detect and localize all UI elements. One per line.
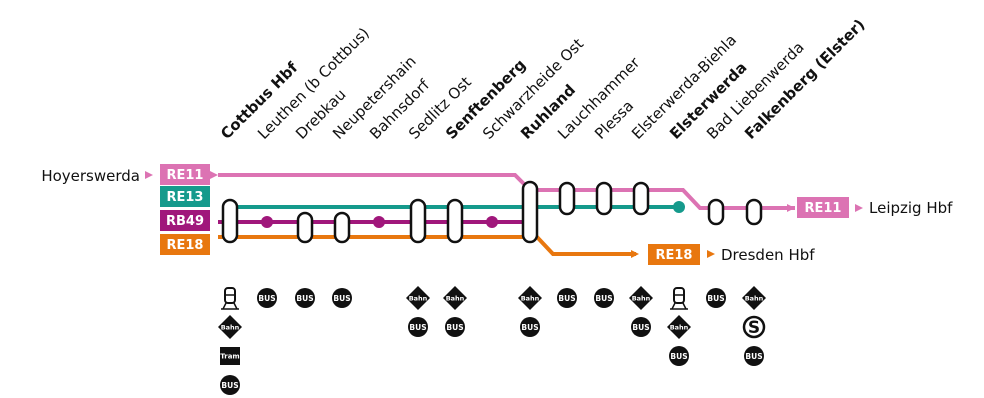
bus-icon: BUS [445, 317, 465, 337]
line-re18-path [218, 235, 636, 256]
bus-icon-label: BUS [670, 352, 687, 361]
train-icon [221, 287, 239, 310]
origin-label: Hoyerswerda [41, 167, 140, 185]
stops [221, 180, 763, 244]
bus-icon: BUS [706, 288, 726, 308]
bus-icon-label: BUS [632, 323, 649, 332]
bus-icon: BUS [295, 288, 315, 308]
bus-icon: BUS [220, 375, 240, 395]
bahn-icon-label: Bahn [409, 295, 428, 303]
stop-pill-neupetershain [333, 211, 351, 244]
bus-icon-label: BUS [595, 294, 612, 303]
bahn-icon: Bahn [406, 286, 430, 310]
bus-icon: BUS [557, 288, 577, 308]
bahn-icon: Bahn [218, 315, 242, 339]
dest-arrow-dresden [707, 250, 715, 258]
bahn-icon: Bahn [518, 286, 542, 310]
dest-arrow-leipzig [855, 204, 863, 212]
bus-icon: BUS [744, 346, 764, 366]
badge-re18-left [160, 234, 210, 255]
bus-icon-label: BUS [446, 323, 463, 332]
bahn-icon: Bahn [667, 315, 691, 339]
bus-icon-label: BUS [521, 323, 538, 332]
destination-dresden: RE18 Dresden Hbf [648, 244, 815, 265]
bus-icon: BUS [520, 317, 540, 337]
bahn-icon: Bahn [629, 286, 653, 310]
stop-pill-sedlitz [409, 198, 427, 244]
stop-dot-leuthen [261, 216, 273, 228]
badge-re13-left [160, 186, 210, 207]
route-lines [210, 171, 795, 258]
stop-pill-cottbus [221, 198, 239, 244]
stop-pill-senftenberg [446, 198, 464, 244]
destination-label-dresden: Dresden Hbf [721, 246, 815, 264]
bus-icon: BUS [631, 317, 651, 337]
bus-icon: BUS [594, 288, 614, 308]
badge-re11-right-text: RE11 [805, 201, 842, 216]
bus-icon-label: BUS [333, 294, 350, 303]
bus-icon-label: BUS [221, 381, 238, 390]
train-icon [670, 287, 688, 310]
origin-arrow [145, 171, 153, 179]
badge-re18-left-text: RE18 [167, 238, 204, 253]
badge-re11-left-text: RE11 [167, 168, 204, 183]
badge-rb49-left-text: RB49 [166, 214, 204, 229]
stop-pill-elsterwerda-biehla [632, 181, 650, 216]
destination-leipzig: RE11 Leipzig Hbf [797, 197, 953, 218]
tram-icon: Tram [220, 347, 240, 365]
badge-re13-left-text: RE13 [167, 190, 204, 205]
stop-dot-bahnsdorf [373, 216, 385, 228]
bahn-icon: Bahn [443, 286, 467, 310]
left-legend: Hoyerswerda RE11 RE13 RB49 RE18 [41, 164, 210, 255]
line-re11-path [218, 173, 795, 210]
stop-pill-ruhland [521, 180, 539, 244]
bus-icon-label: BUS [707, 294, 724, 303]
stop-pill-bad-liebenwerda [707, 198, 725, 226]
bus-icon: BUS [669, 346, 689, 366]
bus-icon-label: BUS [409, 323, 426, 332]
bahn-icon-label: Bahn [446, 295, 465, 303]
stop-dot-schwarzheide [486, 216, 498, 228]
bus-icon-label: BUS [296, 294, 313, 303]
badge-re11-left [160, 164, 210, 185]
tram-icon-label: Tram [220, 353, 239, 361]
stop-pill-falkenberg [745, 198, 763, 226]
arrow-re18-right [631, 250, 639, 258]
bahn-icon-label: Bahn [521, 295, 540, 303]
bus-icon-label: BUS [258, 294, 275, 303]
bahn-icon-label: Bahn [670, 324, 689, 332]
badge-re18-right [648, 244, 700, 265]
arrow-re11-left [210, 171, 218, 179]
destination-label-leipzig: Leipzig Hbf [869, 199, 953, 217]
bus-icon: BUS [332, 288, 352, 308]
stop-dot-elsterwerda [673, 201, 685, 213]
arrow-re11-right [787, 204, 795, 212]
bahn-icon-label: Bahn [745, 295, 764, 303]
stop-pill-lauchhammer [558, 181, 576, 216]
bus-icon: BUS [257, 288, 277, 308]
bahn-icon-label: Bahn [632, 295, 651, 303]
stop-pill-plessa [595, 181, 613, 216]
bus-icon-label: BUS [745, 352, 762, 361]
sbahn-icon: S [742, 315, 766, 339]
bus-icon-label: BUS [558, 294, 575, 303]
badge-re18-right-text: RE18 [656, 248, 693, 263]
stop-pill-drebkau [296, 211, 314, 244]
sbahn-icon-label: S [748, 318, 760, 338]
badge-re11-right [797, 197, 849, 218]
bahn-icon-label: Bahn [221, 324, 240, 332]
badge-rb49-left [160, 210, 210, 231]
bus-icon: BUS [408, 317, 428, 337]
bahn-icon: Bahn [742, 286, 766, 310]
